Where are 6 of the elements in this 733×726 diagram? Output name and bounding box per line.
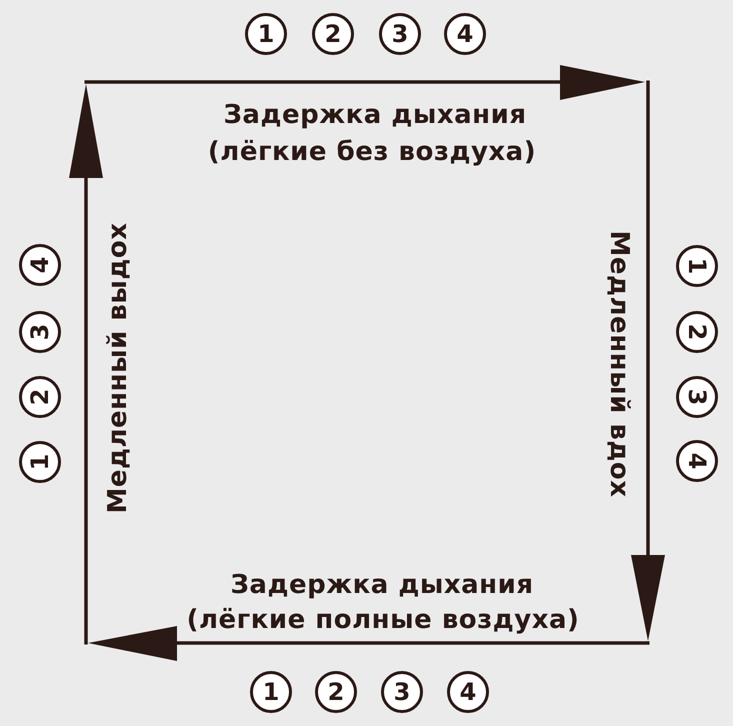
phase-label: Задержка дыхания [230, 572, 534, 598]
phase-label: Медленный выдох [105, 222, 131, 514]
phase-label: (лёгкие полные воздуха) [186, 607, 580, 633]
phase-label: Задержка дыхания [223, 102, 527, 128]
phase-label: (лёгкие без воздуха) [208, 139, 536, 165]
phase-label: Медленный вдох [606, 230, 632, 498]
